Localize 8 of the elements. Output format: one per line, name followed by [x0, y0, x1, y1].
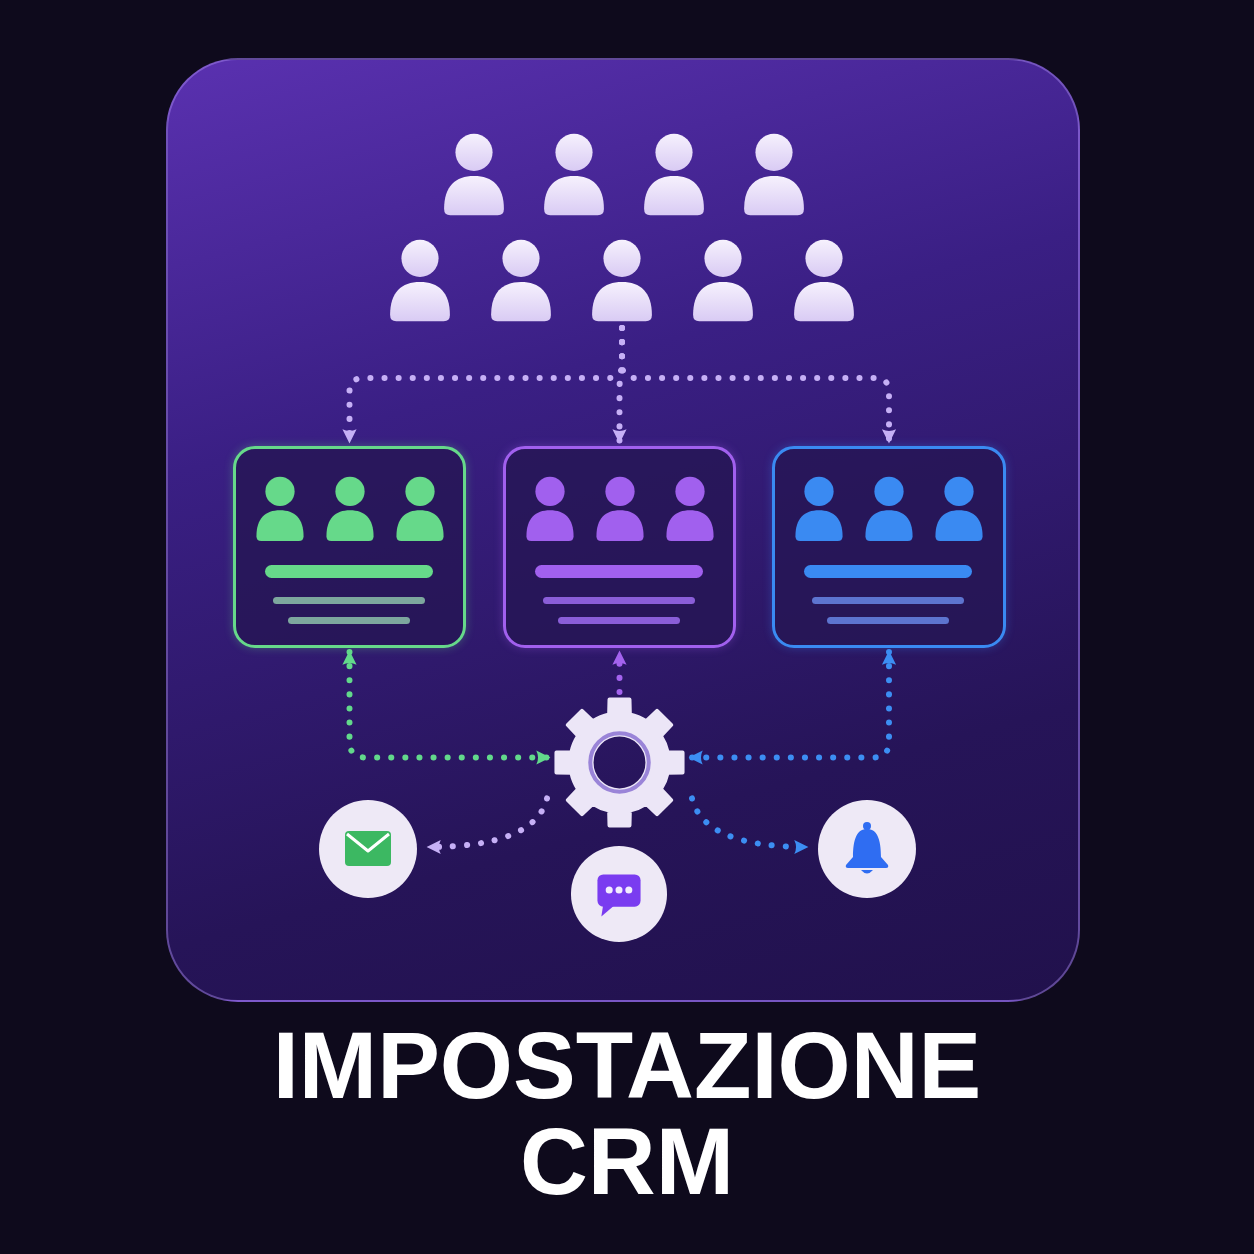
- gear-icon: [553, 696, 686, 829]
- group-card: [233, 446, 466, 648]
- bell-icon: [817, 799, 917, 899]
- group-card: [772, 446, 1006, 648]
- title: IMPOSTAZIONE CRM: [272, 1018, 982, 1210]
- envelope-icon: [318, 799, 418, 899]
- chat-icon: [570, 845, 668, 943]
- group-card: [503, 446, 736, 648]
